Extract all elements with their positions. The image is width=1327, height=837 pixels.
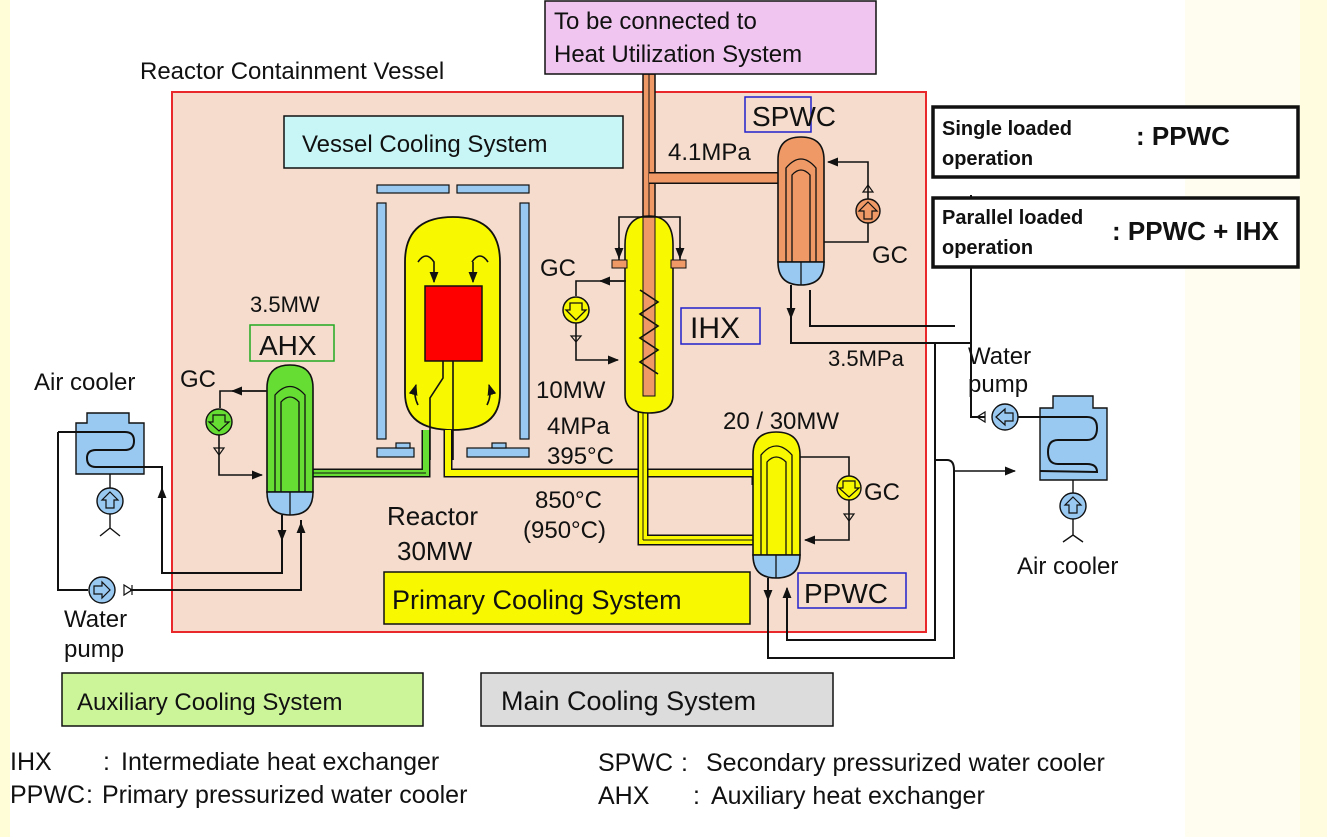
ahx-gc-label: GC [180, 366, 216, 393]
ahx-power: 3.5MW [250, 292, 320, 317]
legend-desc-ppwc: Primary pressurized water cooler [102, 781, 467, 809]
water-pressure: 3.5MPa [828, 346, 905, 371]
ihx-gas-circulator [562, 276, 626, 365]
svg-text::: : [86, 781, 93, 809]
spwc-gc-label: GC [872, 242, 908, 269]
return-temp: 395°C [547, 443, 614, 470]
outlet-temp: 850°C [535, 487, 602, 514]
heat-utilization-line2: Heat Utilization System [554, 41, 802, 68]
heat-utilization-box [544, 0, 877, 75]
reactor-vessel [404, 216, 501, 460]
primary-cooling-box [383, 571, 751, 625]
svg-text::: : [693, 782, 700, 810]
ihx-gc-label: GC [540, 255, 576, 282]
svg-text:Parallel loaded: Parallel loaded [942, 207, 1083, 229]
legend-desc-ahx: Auxiliary heat exchanger [711, 782, 985, 810]
spwc-label-box [744, 96, 812, 133]
ppwc-power: 20 / 30MW [723, 408, 839, 435]
outlet-temp-alt: (950°C) [523, 517, 606, 544]
right-water-pump-line2: pump [968, 371, 1028, 398]
legend-abbr-ahx: AHX [598, 782, 650, 810]
legend-desc-spwc: Secondary pressurized water cooler [706, 749, 1105, 777]
auxiliary-cooling-label: Auxiliary Cooling System [77, 689, 342, 716]
ahx-label-box [249, 324, 335, 362]
main-cooling-label: Main Cooling System [501, 686, 756, 716]
heat-utilization-line1: To be connected to [554, 8, 757, 35]
reactor-power: 30MW [397, 536, 473, 566]
spwc-label: SPWC [752, 101, 836, 132]
right-air-cooler [954, 195, 1108, 543]
ihx-pressure: 4MPa [547, 413, 610, 440]
primary-cooling-label: Primary Cooling System [392, 585, 682, 615]
ahx-label: AHX [259, 330, 317, 361]
vessel-cooling-panels [376, 184, 530, 458]
left-air-cooler [57, 412, 145, 604]
containment-label: Reactor Containment Vessel [140, 58, 444, 85]
legend: IHX : Intermediate heat exchanger PPWC :… [10, 748, 1105, 810]
legend-abbr-spwc: SPWC [598, 749, 673, 777]
ppwc-water-loop [767, 470, 955, 659]
svg-text:: PPWC: : PPWC [1136, 121, 1230, 151]
ihx-unit [611, 215, 687, 414]
svg-text:operation: operation [942, 237, 1033, 259]
main-cooling-box [480, 672, 834, 727]
ihx-label-box [680, 307, 761, 345]
legend-abbr-ppwc: PPWC [10, 781, 85, 809]
vessel-cooling-label: Vessel Cooling System [302, 131, 547, 158]
ahx-water-loop [145, 466, 283, 574]
legend-desc-ihx: Intermediate heat exchanger [121, 748, 439, 776]
ppwc-unit [752, 431, 862, 579]
left-water-pump-line1: Water [64, 606, 127, 633]
svg-text:: PPWC + IHX: : PPWC + IHX [1112, 216, 1280, 246]
ppwc-label-box [797, 572, 907, 609]
ppwc-gc-label: GC [864, 479, 900, 506]
operation-mode-parallel: Parallel loaded operation : PPWC + IHX [931, 196, 1300, 269]
ahx-unit [205, 364, 314, 516]
operation-mode-single: Single loaded operation : PPWC [931, 105, 1300, 179]
ppwc-label: PPWC [804, 578, 888, 609]
vessel-cooling-box [283, 115, 624, 169]
left-air-cooler-label: Air cooler [34, 369, 135, 396]
svg-text:operation: operation [942, 148, 1033, 170]
legend-abbr-ihx: IHX [10, 748, 52, 776]
auxiliary-pipe [313, 430, 431, 478]
right-water-pump-line1: Water [968, 343, 1031, 370]
ihx-label: IHX [690, 312, 740, 345]
svg-text::: : [681, 749, 688, 777]
auxiliary-cooling-box [61, 672, 424, 727]
reactor-label: Reactor [387, 501, 478, 531]
ihx-power: 10MW [536, 377, 606, 404]
svg-text:Single loaded: Single loaded [942, 118, 1072, 140]
secondary-pressure: 4.1MPa [668, 139, 751, 166]
svg-text::: : [103, 748, 110, 776]
reactor-core [424, 285, 483, 362]
spwc-unit [649, 136, 881, 286]
left-water-pump-line2: pump [64, 636, 124, 663]
right-air-cooler-label: Air cooler [1017, 553, 1118, 580]
